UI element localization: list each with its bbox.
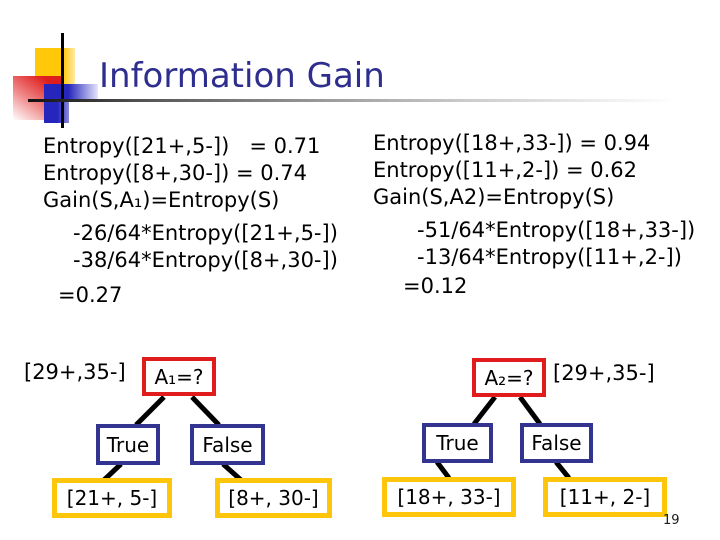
tree-a2-branch-false-line xyxy=(517,395,543,426)
tree-a1-sample-label: [29+,35-] xyxy=(24,360,126,384)
calc-line: =0.12 xyxy=(403,274,468,298)
tree-a2-false-leaf: [11+, 2-] xyxy=(543,477,667,517)
tree-a2-leaf-false-line xyxy=(554,460,571,480)
deco-blue-square xyxy=(44,84,98,101)
tree-a2-false-node: False xyxy=(520,423,593,463)
tree-a2-leaf-true-line xyxy=(435,460,451,480)
tree-a2-true-node: True xyxy=(422,423,493,463)
title-underline xyxy=(28,99,676,102)
deco-vertical-line xyxy=(61,33,64,128)
tree-a2-true-leaf: [18+, 33-] xyxy=(382,477,516,517)
calc-line: Entropy([21+,5-]) = 0.71 xyxy=(43,134,321,158)
tree-a1-false-leaf: [8+, 30-] xyxy=(215,478,332,518)
page-number: 19 xyxy=(663,513,680,528)
calc-line: Entropy([18+,33-]) = 0.94 xyxy=(373,131,651,155)
tree-a1-true-node: True xyxy=(96,424,160,465)
tree-a1-root-node: A₁=? xyxy=(142,357,216,396)
calc-line: Entropy([11+,2-]) = 0.62 xyxy=(373,158,637,182)
calc-line: Entropy([8+,30-]) = 0.74 xyxy=(43,161,307,185)
deco-blue-square-lower xyxy=(44,101,69,123)
page-title: Information Gain xyxy=(99,56,385,96)
calc-line: Gain(S,A₁)=Entropy(S) xyxy=(43,188,280,212)
calc-line: -13/64*Entropy([11+,2-]) xyxy=(417,245,682,269)
tree-a1-branch-false-line xyxy=(190,395,221,427)
tree-a2-root-node: A₂=? xyxy=(472,358,546,397)
tree-a2-sample-label: [29+,35-] xyxy=(553,361,655,385)
calc-line: -51/64*Entropy([18+,33-]) xyxy=(417,218,696,242)
tree-a1-branch-true-line xyxy=(134,395,166,427)
tree-a2-branch-true-line xyxy=(472,395,497,426)
tree-a1-false-node: False xyxy=(190,424,265,465)
tree-a1-true-leaf: [21+, 5-] xyxy=(52,478,172,518)
calc-line: -26/64*Entropy([21+,5-]) xyxy=(73,221,338,245)
calc-line: =0.27 xyxy=(58,283,123,307)
calc-line: -38/64*Entropy([8+,30-]) xyxy=(73,248,338,272)
calc-line: Gain(S,A2)=Entropy(S) xyxy=(373,185,615,209)
